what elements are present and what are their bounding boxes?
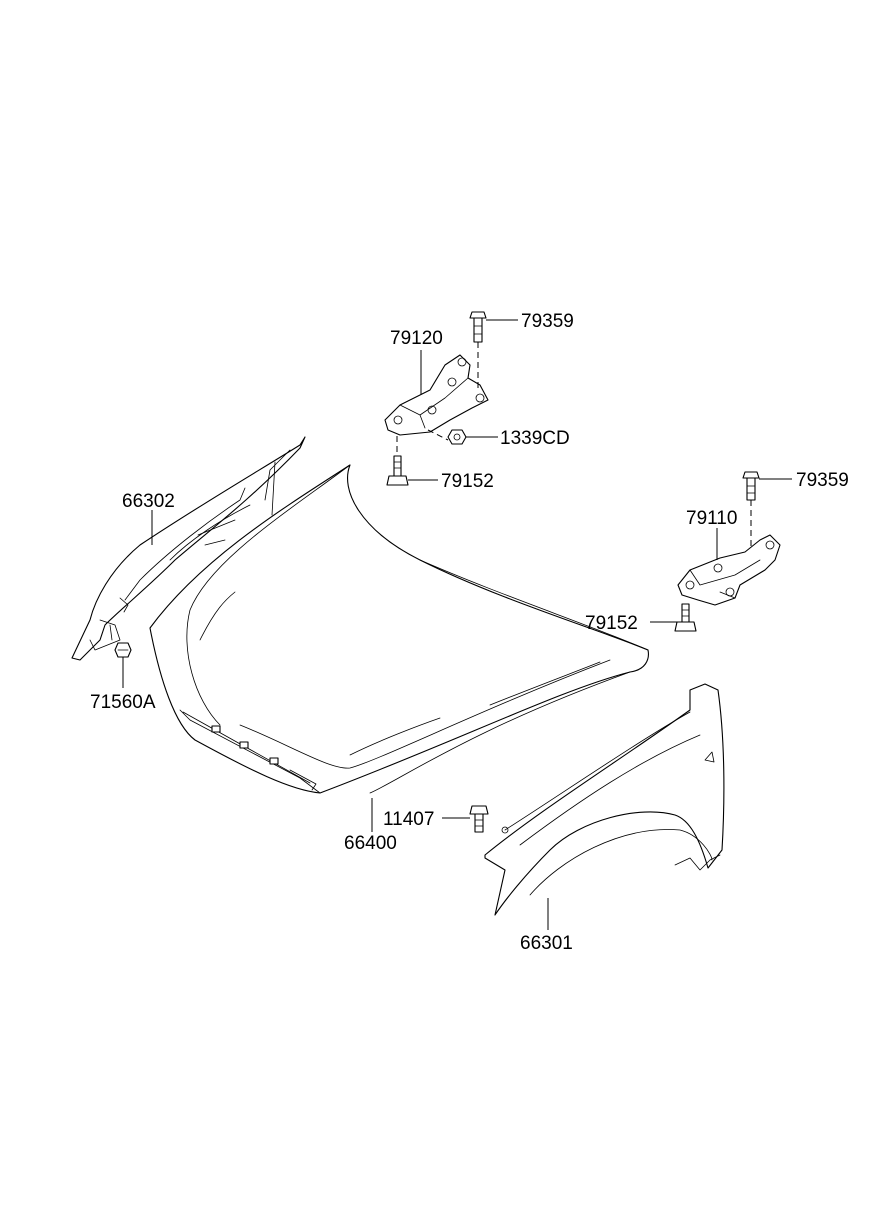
bolt-79359-top[interactable] <box>469 311 487 343</box>
label-11407: 11407 <box>383 809 434 830</box>
bolt-79152-top[interactable] <box>386 455 409 486</box>
label-66400: 66400 <box>344 833 397 854</box>
dashline-1339cd <box>427 429 449 441</box>
right-fender[interactable] <box>484 683 725 916</box>
nut-1339cd[interactable] <box>447 429 467 445</box>
label-71560a: 71560A <box>90 692 156 713</box>
label-79152-right: 79152 <box>585 613 638 634</box>
hood-panel[interactable] <box>149 464 649 794</box>
label-79359-top: 79359 <box>521 311 574 332</box>
bolt-11407[interactable] <box>469 805 489 833</box>
hinge-79120[interactable] <box>384 354 489 436</box>
label-66301: 66301 <box>520 933 573 954</box>
label-79152-top: 79152 <box>441 471 494 492</box>
bolt-79359-right[interactable] <box>742 471 760 501</box>
label-1339cd: 1339CD <box>500 428 570 449</box>
bolt-79152-right[interactable] <box>674 603 697 632</box>
hinge-79110[interactable] <box>677 534 781 606</box>
label-79120: 79120 <box>390 328 443 349</box>
label-79359-right: 79359 <box>796 470 849 491</box>
label-79110: 79110 <box>686 508 737 529</box>
left-fender[interactable] <box>71 436 306 661</box>
label-66302: 66302 <box>122 491 175 512</box>
nut-71560a[interactable] <box>114 642 132 658</box>
